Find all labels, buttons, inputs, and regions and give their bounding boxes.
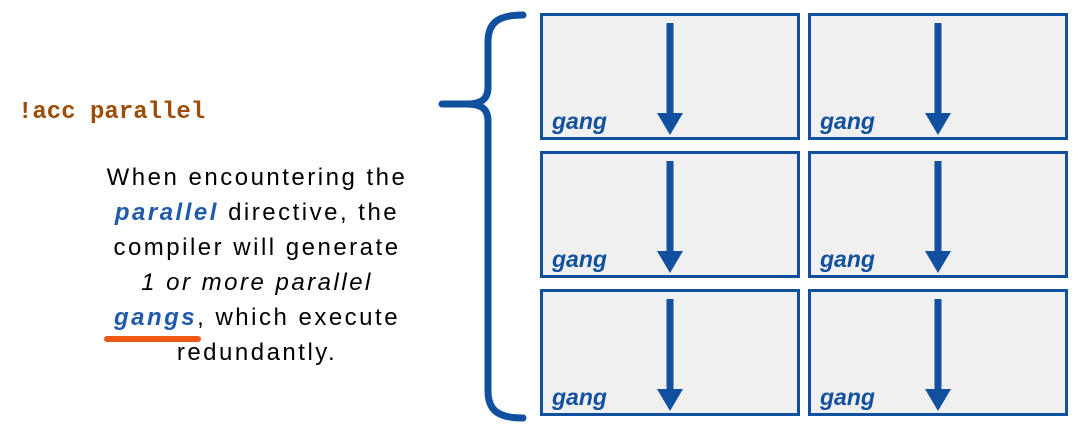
- description-text: When encountering the parallel directive…: [57, 160, 457, 370]
- description-line-3: compiler will generate: [113, 234, 401, 261]
- parallel-keyword: parallel: [114, 199, 219, 226]
- description-line-1: When encountering the: [106, 164, 408, 191]
- left-curly-brace-icon: [438, 11, 527, 422]
- gang-label: gang: [820, 108, 875, 134]
- gang-box-1: gang: [540, 13, 800, 140]
- description-line-4: 1 or more parallel: [141, 269, 373, 296]
- gang-label: gang: [552, 246, 607, 272]
- gang-box-2: gang: [808, 13, 1068, 140]
- gang-label: gang: [820, 246, 875, 272]
- gang-box-5: gang: [540, 289, 800, 416]
- down-arrow-icon: [657, 23, 683, 135]
- description-line-6: redundantly.: [176, 339, 338, 366]
- description-line-2-rest: directive, the: [218, 199, 400, 226]
- down-arrow-icon: [657, 299, 683, 411]
- down-arrow-icon: [925, 299, 951, 411]
- gang-label: gang: [820, 384, 875, 410]
- gang-box-4: gang: [808, 151, 1068, 278]
- gangs-keyword: gangs: [103, 300, 202, 342]
- description-line-5-rest: , which execute: [197, 304, 401, 331]
- gang-label: gang: [552, 108, 607, 134]
- description-line-2: parallel directive, the: [57, 195, 457, 230]
- gang-label: gang: [552, 384, 607, 410]
- down-arrow-icon: [657, 161, 683, 273]
- gang-box-6: gang: [808, 289, 1068, 416]
- down-arrow-icon: [925, 161, 951, 273]
- down-arrow-icon: [925, 23, 951, 135]
- description-line-5: gangs, which execute: [57, 300, 457, 342]
- acc-parallel-code: !acc parallel: [18, 99, 206, 126]
- gang-grid: gang gang gang gang gang gang: [540, 13, 1068, 416]
- gang-box-3: gang: [540, 151, 800, 278]
